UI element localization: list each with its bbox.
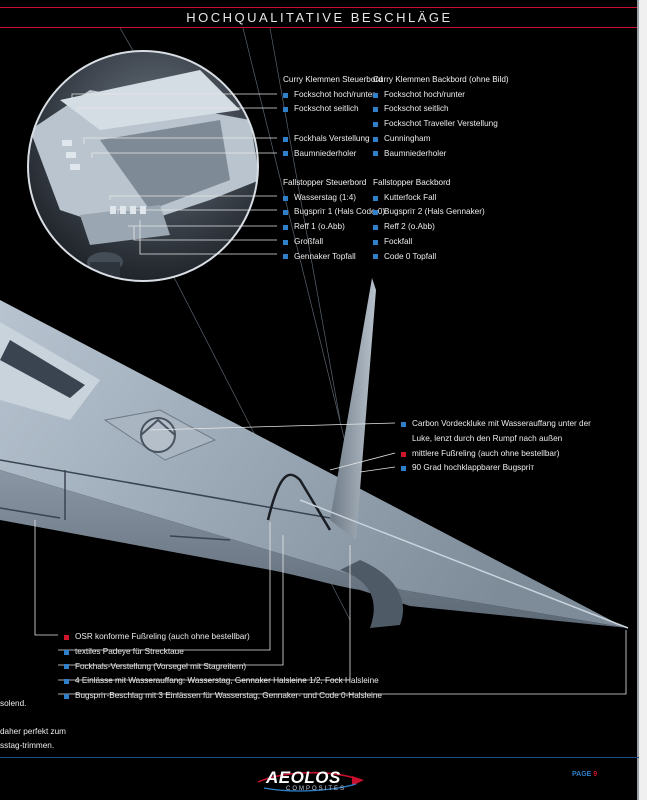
detail-circle [27,50,259,282]
bullet-icon [373,121,378,127]
bullet-icon [283,195,288,201]
list-item: Gennaker Topfall [283,250,385,265]
list-item: Fockschot seitlich [283,102,383,117]
group-heading: Fallstopper Backbord [373,178,451,187]
bullet-icon [283,210,288,216]
list-item: Fockschot Traveller Verstellung [373,117,509,132]
mid-rail [266,473,332,531]
header-rule-top [0,7,639,8]
page-edge-shadow [637,0,639,800]
curry-steuerbord-group: Curry Klemmen Steuerbord Fockschot hoch/… [283,73,383,161]
list-item: Bugspriт-Beschlag mit 3 Einlässen für Wa… [64,689,382,704]
list-item: OSR konforme Fußreling (auch ohne bestel… [64,630,382,645]
bullet-icon [373,224,378,230]
left-fragment: sstag-trimmen. [0,741,55,750]
bullet-icon [373,195,378,201]
deck [0,300,628,628]
bullet-icon [373,254,378,260]
list-item: Code 0 Topfall [373,250,485,265]
list-item: Großfall [283,235,385,250]
footer-rule [0,757,639,758]
bullet-icon [373,239,378,245]
list-item: Fockhals Verstellung [283,132,383,147]
list-item: Reff 2 (o.Abb) [373,220,485,235]
bullet-icon [283,107,288,113]
mid-feature-list: Carbon Vordeckluke mit Wasserauffang unt… [401,417,591,476]
left-fragment: daher perfekt zum [0,727,66,736]
list-item: Carbon Vordeckluke mit Wasserauffang unt… [401,417,591,447]
boat-illustration [0,27,629,695]
header-rule-bottom [0,27,639,28]
left-fragment: solend. [0,699,27,708]
bullet-icon [373,136,378,142]
page-edge [639,0,647,800]
group-heading: Curry Klemmen Steuerbord [283,75,383,84]
logo-subtitle: COMPOSITES [286,786,347,792]
list-item: Bugspriт 1 (Hals Code 0) [283,205,385,220]
logo-wordmark: AEOLOS [266,768,341,787]
cabin-window [0,340,85,398]
leader-lines-top [71,93,277,255]
page-number: PAGE 9 [572,771,598,778]
bullet-icon [64,634,69,640]
group-heading: Fallstopper Steuerbord [283,178,367,187]
bowsprit-sail [330,278,376,540]
bullet-icon [64,649,69,655]
leader-lines-mid [149,422,396,473]
bottom-feature-list: OSR konforme Fußreling (auch ohne bestel… [64,630,382,704]
list-item: Reff 1 (o.Abb) [283,220,385,235]
list-item: textiles Padeye für Strecktaue [64,645,382,660]
list-item: 90 Grad hochklappbarer Bugspriт [401,461,591,476]
bullet-icon [373,210,378,216]
bullet-icon [283,92,288,98]
bullet-icon [64,664,69,670]
bowsprit [299,499,629,629]
bullet-icon [373,107,378,113]
fallstopper-steuerbord-group: Fallstopper Steuerbord Wasserstag (1:4) … [283,176,385,264]
bullet-icon [373,151,378,157]
fallstopper-backbord-group: Fallstopper Backbord Kutterfock Fall Bug… [373,176,485,264]
leader-lines-bottom [34,520,627,695]
logo-swoosh-icon [257,771,364,792]
bullet-icon [64,694,69,700]
list-item: Bugspriт 2 (Hals Gennaker) [373,205,485,220]
list-item: mittlere Fußreling (auch ohne bestellbar… [401,447,591,462]
bullet-icon [283,224,288,230]
aeolos-logo: AEOLOS COMPOSITES [256,768,366,796]
toe-rail-lines [0,459,331,541]
list-item: Cunningham [373,132,509,147]
bullet-icon [373,92,378,98]
bullet-icon [401,451,406,457]
bullet-icon [283,136,288,142]
bow-shadow [340,560,404,628]
list-item: Baumniederholer [373,147,509,162]
list-item: Baumniederholer [283,147,383,162]
bullet-icon [283,151,288,157]
list-item: Fockschot hoch/runter [373,88,509,103]
hatch [103,409,217,461]
bullet-icon [401,422,406,427]
list-item: Kutterfock Fall [373,191,485,206]
list-item: Fockhals-Verstellung (Vorsegel mit Stagr… [64,660,382,675]
bullet-icon [64,679,69,685]
bullet-icon [401,466,406,472]
page-title: HOCHQUALITATIVE BESCHLÄGE [186,10,453,25]
bullet-icon [283,254,288,260]
list-item: Fockschot hoch/runter [283,88,383,103]
curry-backbord-group: Curry Klemmen Backbord (ohne Bild) Focks… [373,73,509,161]
list-item: Wasserstag (1:4) [283,191,385,206]
bullet-icon [283,239,288,245]
list-item: 4 Einlässe mit Wasserauffang: Wasserstag… [64,674,382,689]
list-item: Fockfall [373,235,485,250]
group-heading: Curry Klemmen Backbord (ohne Bild) [373,75,509,84]
list-item: Fockschot seitlich [373,102,509,117]
